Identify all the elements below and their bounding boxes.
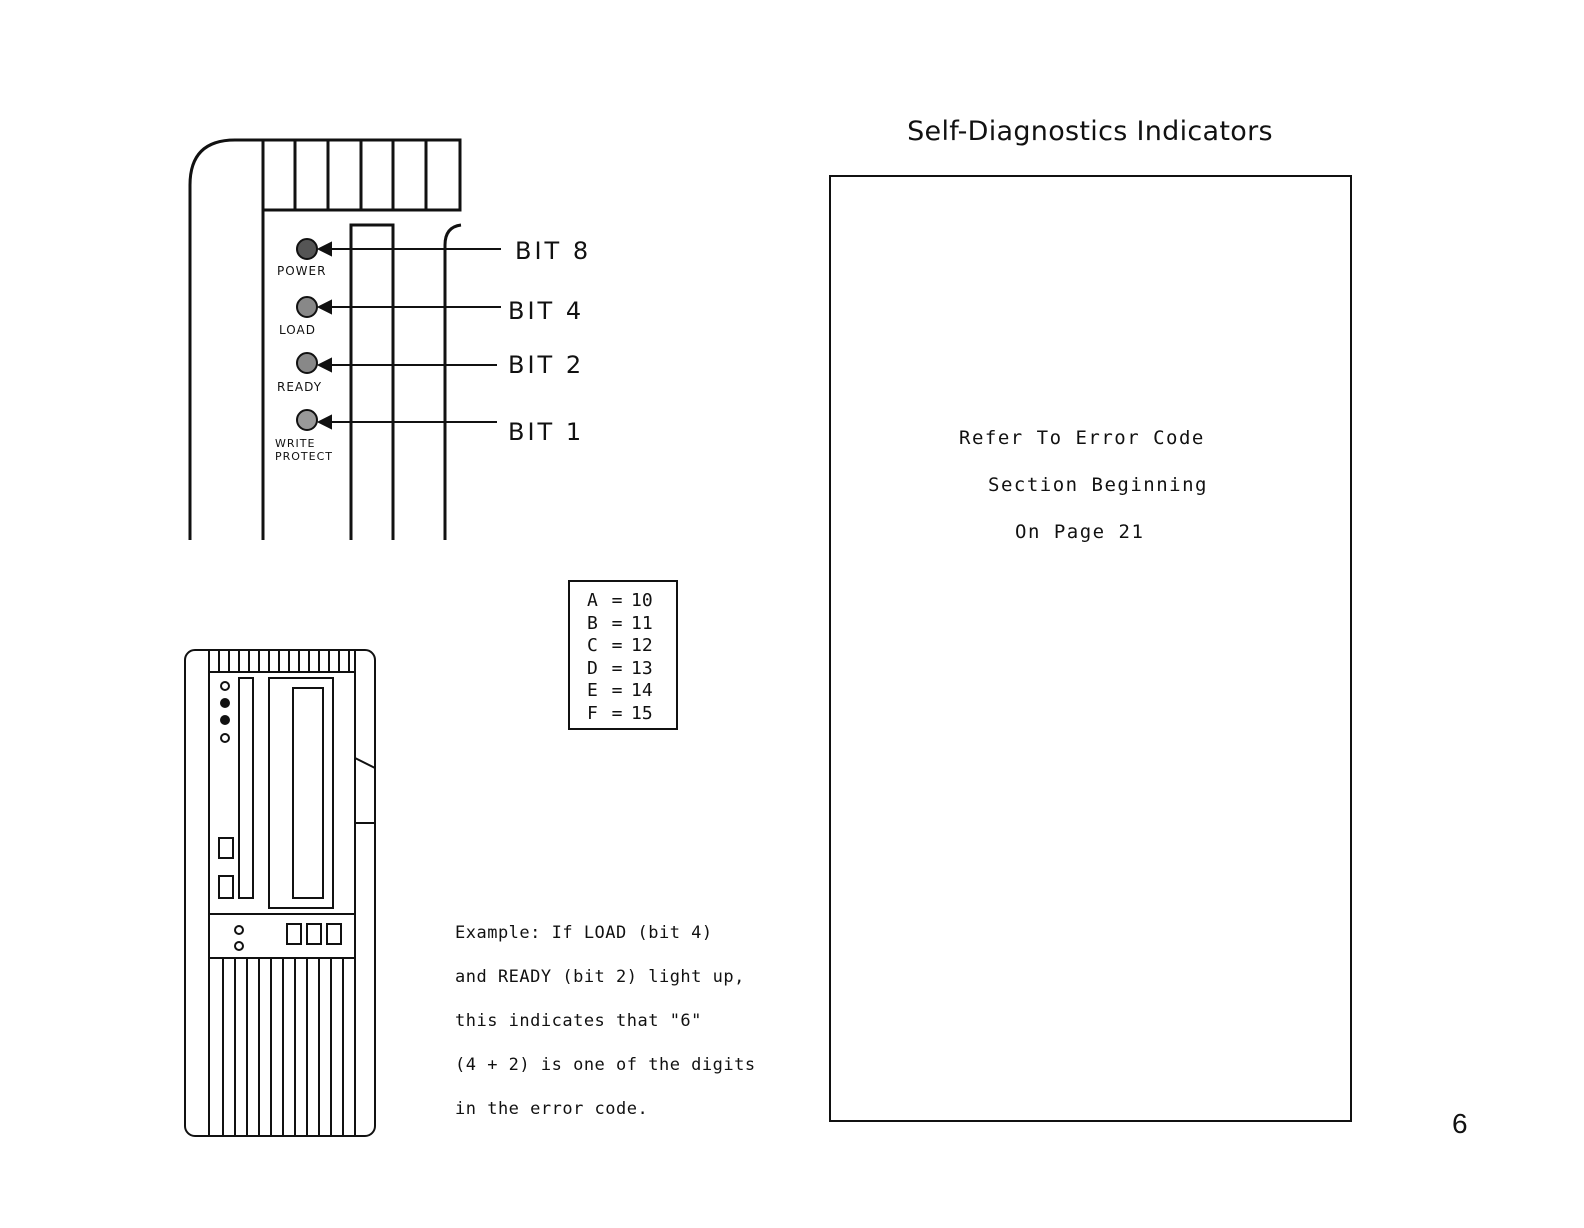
hex-value: 12 (631, 635, 653, 656)
example-line: in the error code. (455, 1099, 649, 1119)
hex-letter: E (587, 680, 598, 701)
hex-value-table: A = 10 B = 11 C = 12 D = 13 E = 14 F = 1… (568, 580, 678, 730)
bit-8-label: BIT 8 (515, 237, 592, 265)
hex-row: C = 12 (570, 635, 676, 658)
reference-line-3: On Page 21 (1015, 521, 1145, 543)
hex-row: A = 10 (570, 590, 676, 613)
hex-value: 10 (631, 590, 653, 611)
reference-line-2: Section Beginning (988, 474, 1208, 496)
equals-sign: = (611, 590, 623, 611)
page-number: 6 (1452, 1108, 1468, 1139)
equals-sign: = (611, 657, 623, 679)
write-protect-light-label: WRITE PROTECT (275, 437, 334, 463)
bit-1-label: BIT 1 (508, 418, 585, 446)
equals-sign: = (611, 680, 623, 701)
error-code-reference-box: Refer To Error Code Section Beginning On… (829, 175, 1352, 1122)
drive-front-svg (184, 649, 376, 1137)
example-line: Example: If LOAD (bit 4) (455, 923, 713, 943)
drive-outline-drawing (188, 138, 501, 540)
power-light-label: POWER (277, 264, 327, 278)
hex-letter: B (587, 612, 598, 634)
drive-indicator-diagram: POWER LOAD READY WRITE PROTECT BIT 8 BIT… (185, 135, 625, 545)
hex-row: E = 14 (570, 680, 676, 703)
hex-letter: C (587, 635, 598, 656)
hex-value: 14 (631, 680, 653, 701)
hex-value: 11 (631, 612, 653, 634)
hex-letter: D (587, 657, 598, 679)
example-line: this indicates that "6" (455, 1011, 702, 1031)
example-paragraph: Example: If LOAD (bit 4) and READY (bit … (455, 900, 775, 1142)
example-line: (4 + 2) is one of the digits (455, 1055, 756, 1075)
bit-4-label: BIT 4 (508, 297, 585, 325)
reference-line-1: Refer To Error Code (959, 427, 1205, 449)
hex-value: 13 (631, 657, 653, 679)
load-light-label: LOAD (279, 323, 316, 337)
bit-2-label: BIT 2 (508, 351, 585, 379)
hex-row: B = 11 (570, 613, 676, 636)
hex-row: F = 15 (570, 703, 676, 726)
hex-row: D = 13 (570, 658, 676, 681)
ready-light-label: READY (277, 380, 323, 394)
equals-sign: = (611, 612, 623, 634)
page-title: Self-Diagnostics Indicators (907, 116, 1273, 147)
equals-sign: = (611, 635, 623, 656)
drive-front-panel-drawing (183, 648, 379, 1140)
equals-sign: = (611, 702, 623, 724)
hex-letter: A (587, 590, 598, 611)
example-line: and READY (bit 2) light up, (455, 967, 745, 987)
hex-value: 15 (631, 702, 653, 724)
hex-letter: F (587, 702, 598, 724)
